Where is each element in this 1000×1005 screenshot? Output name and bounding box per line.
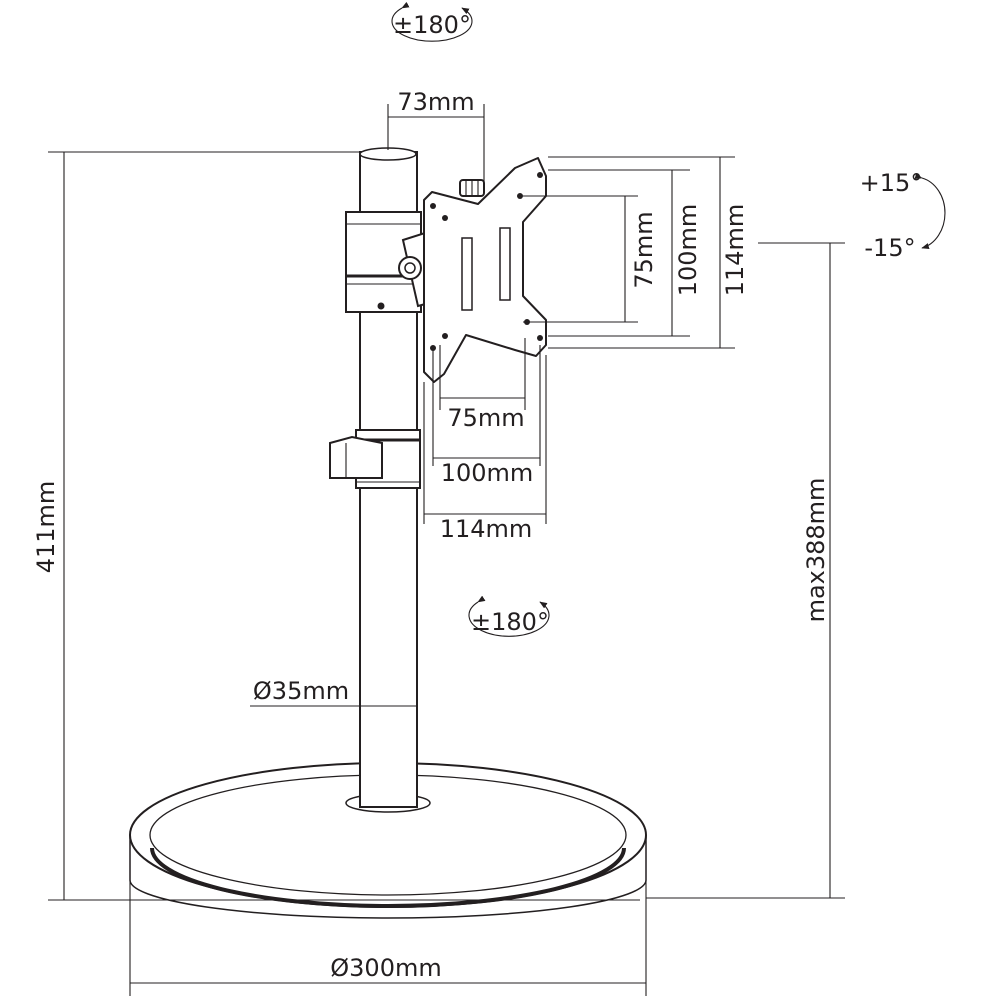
cable-clip <box>329 429 421 489</box>
top-rotation-symbol <box>391 1 473 42</box>
vesa-plate <box>423 157 547 383</box>
vesa-vertical-100-label: 100mm <box>674 204 702 297</box>
swivel-rotation-label: ±180° <box>471 608 549 636</box>
pole-diameter-label: Ø35mm <box>253 677 349 705</box>
total-height-label: 411mm <box>32 481 60 574</box>
dimension-lines <box>48 104 845 996</box>
vesa-horizontal-100-label: 100mm <box>441 459 534 487</box>
tilt-down-label: -15° <box>864 234 915 262</box>
tilt-arc-symbol <box>914 173 946 250</box>
round-base <box>129 762 647 919</box>
vesa-horizontal-75-label: 75mm <box>447 404 524 432</box>
top-rotation-label: ±180° <box>393 11 471 39</box>
swivel-rotation-symbol <box>468 595 550 637</box>
pole-offset-label: 73mm <box>397 88 474 116</box>
vesa-vertical-75-label: 75mm <box>630 211 658 288</box>
vesa-horizontal-114-label: 114mm <box>440 515 533 543</box>
tilt-up-label: +15° <box>860 169 923 197</box>
vesa-vertical-114-label: 114mm <box>721 204 749 297</box>
max-height-label: max388mm <box>802 478 830 623</box>
base-diameter-label: Ø300mm <box>330 954 441 982</box>
